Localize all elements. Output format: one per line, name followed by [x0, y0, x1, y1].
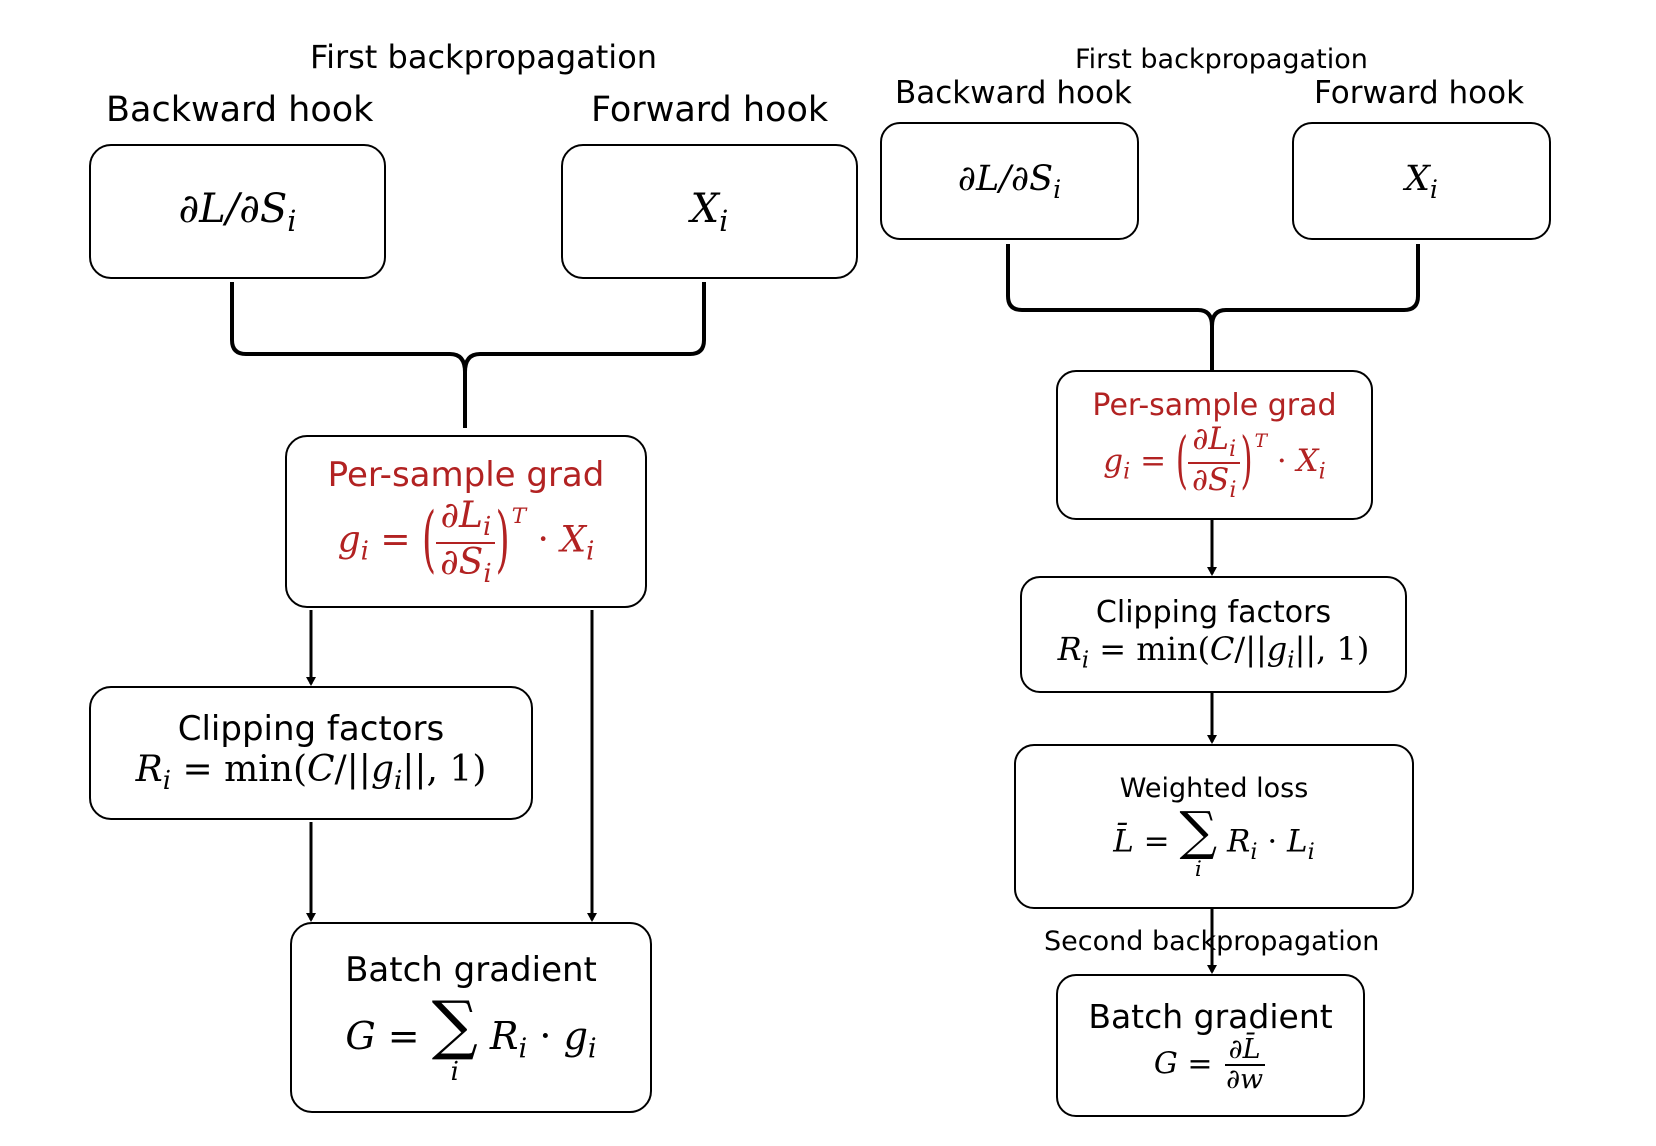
right-forward-hook-label: Forward hook [1314, 75, 1525, 111]
left-merge-brace [230, 282, 706, 428]
left-forward-hook-box: Xi [561, 144, 858, 279]
right-batch-gradient-box: Batch gradient G = ∂L̄∂w [1056, 974, 1365, 1117]
right-forward-hook-expr: Xi [1405, 158, 1438, 204]
right-merge-brace [1006, 244, 1420, 370]
right-clipping-factors-formula: Ri = min(C/||gi||, 1) [1057, 630, 1370, 674]
right-per-sample-grad-title: Per-sample grad [1092, 387, 1337, 423]
right-second-backprop-label: Second backpropagation [1044, 926, 1380, 957]
right-weighted-loss-box: Weighted loss L̄ = ∑i Ri · Li [1014, 744, 1414, 909]
left-batch-gradient-title: Batch gradient [345, 949, 597, 990]
left-per-sample-grad-title: Per-sample grad [327, 455, 605, 496]
left-backward-hook-expr: ∂L/∂Si [178, 185, 297, 238]
right-backward-hook-box: ∂L/∂Si [880, 122, 1139, 240]
left-per-sample-grad-box: Per-sample grad gi = (∂Li∂Si)T · Xi [285, 435, 647, 608]
right-backward-hook-label: Backward hook [895, 75, 1132, 111]
right-batch-gradient-title: Batch gradient [1088, 996, 1333, 1036]
left-batch-gradient-box: Batch gradient G = ∑i Ri · gi [290, 922, 652, 1113]
left-clipping-factors-title: Clipping factors [177, 709, 445, 750]
left-batch-gradient-formula: G = ∑i Ri · gi [345, 987, 597, 1087]
left-backward-hook-box: ∂L/∂Si [89, 144, 386, 279]
right-batch-gradient-formula: G = ∂L̄∂w [1153, 1033, 1265, 1095]
right-clipping-factors-box: Clipping factors Ri = min(C/||gi||, 1) [1020, 576, 1407, 693]
right-title: First backpropagation [1075, 44, 1368, 75]
right-backward-hook-expr: ∂L/∂Si [957, 158, 1062, 204]
left-forward-hook-expr: Xi [690, 185, 729, 238]
right-weighted-loss-title: Weighted loss [1119, 772, 1309, 804]
left-clipping-factors-box: Clipping factors Ri = min(C/||gi||, 1) [89, 686, 533, 820]
left-forward-hook-label: Forward hook [591, 90, 829, 130]
right-forward-hook-box: Xi [1292, 122, 1551, 240]
left-per-sample-grad-formula: gi = (∂Li∂Si)T · Xi [337, 495, 595, 589]
left-clipping-factors-formula: Ri = min(C/||gi||, 1) [135, 749, 487, 797]
left-backward-hook-label: Backward hook [106, 90, 374, 130]
right-per-sample-grad-box: Per-sample grad gi = (∂Li∂Si)T · Xi [1056, 370, 1373, 520]
right-clipping-factors-title: Clipping factors [1095, 595, 1332, 631]
right-weighted-loss-formula: L̄ = ∑i Ri · Li [1113, 800, 1315, 882]
left-title: First backpropagation [310, 38, 658, 76]
right-per-sample-grad-formula: gi = (∂Li∂Si)T · Xi [1103, 420, 1326, 503]
